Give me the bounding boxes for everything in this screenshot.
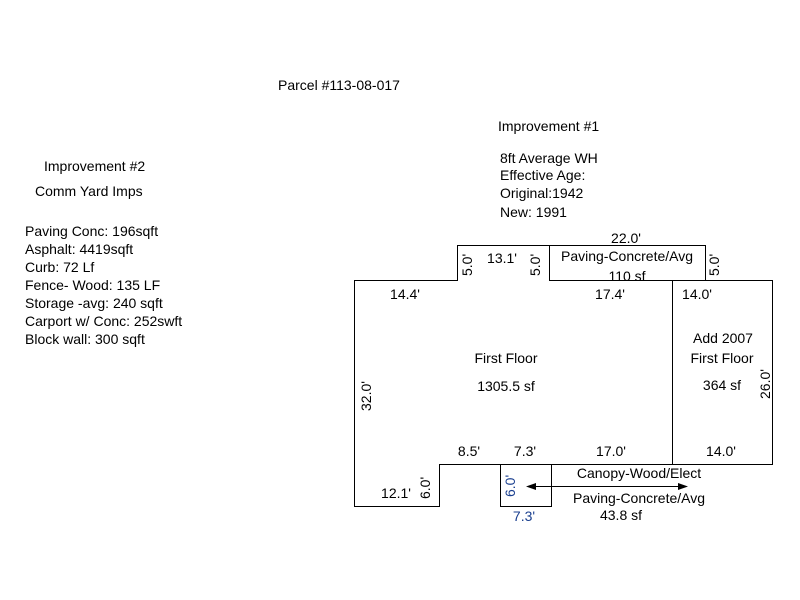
- top-paving-outline: [549, 245, 706, 281]
- improvement-2-item: Asphalt: 4419sqft: [25, 241, 134, 257]
- dim-small-box-height: 6.0': [502, 474, 518, 497]
- bottom-paving-label: Paving-Concrete/Avg: [572, 490, 706, 506]
- canopy-box-outline: [500, 464, 552, 507]
- dim-add-height: 26.0': [757, 369, 773, 399]
- arrow-right-head: [678, 483, 688, 490]
- dim-step-height: 6.0': [417, 476, 433, 499]
- top-paving-label: Paving-Concrete/Avg: [560, 248, 694, 264]
- dim-top-notch-width: 13.1': [487, 250, 517, 266]
- dim-add-bottom: 14.0': [706, 443, 736, 459]
- addition-label-1: Add 2007: [693, 330, 753, 346]
- improvement-1-line-3: Original:1942: [500, 185, 584, 201]
- improvement-1-line-4: New: 1991: [500, 204, 567, 220]
- dim-step-bottom: 12.1': [381, 485, 411, 501]
- dim-bottom-b: 7.3': [513, 443, 537, 459]
- first-floor-label: First Floor: [474, 350, 538, 366]
- first-floor-area: 1305.5 sf: [477, 378, 535, 394]
- improvement-2-item: Paving Conc: 196sqft: [25, 223, 159, 239]
- top-paving-area: 110 sf: [608, 268, 646, 284]
- improvement-2-item: Storage -avg: 240 sqft: [25, 295, 163, 311]
- main-building-outline: [354, 245, 773, 507]
- dim-top-mid-seg: 17.4': [595, 286, 625, 302]
- improvement-2-item: Block wall: 300 sqft: [25, 331, 145, 347]
- dim-top-left-seg: 14.4': [390, 286, 420, 302]
- dim-notch-left-height: 5.0': [459, 253, 475, 276]
- parcel-title: Parcel #113-08-017: [278, 77, 400, 93]
- addition-label-2: First Floor: [690, 350, 754, 366]
- improvement-1-line-2: Effective Age:: [500, 167, 586, 183]
- improvement-2-item: Carport w/ Conc: 252swft: [25, 313, 183, 329]
- dim-left-height: 32.0': [358, 381, 374, 411]
- improvement-2-subtitle: Comm Yard Imps: [35, 183, 143, 199]
- dim-notch-right-height: 5.0': [527, 253, 543, 276]
- bottom-paving-area: 43.8 sf: [599, 507, 643, 523]
- addition-area: 364 sf: [702, 377, 742, 393]
- dim-small-box-width: 7.3': [512, 508, 536, 524]
- improvement-2-item: Fence- Wood: 135 LF: [25, 277, 161, 293]
- canopy-label: Canopy-Wood/Elect: [576, 465, 702, 481]
- improvement-2-title: Improvement #2: [44, 158, 146, 174]
- improvement-1-title: Improvement #1: [498, 118, 600, 134]
- dim-add-top: 14.0': [682, 286, 712, 302]
- dim-bottom-a: 8.5': [457, 443, 481, 459]
- arrow-left-head: [526, 483, 536, 490]
- dim-bottom-c: 17.0': [596, 443, 626, 459]
- dim-top-total: 22.0': [611, 230, 641, 246]
- improvement-2-item: Curb: 72 Lf: [25, 259, 95, 275]
- dim-paving-right-height: 5.0': [706, 253, 722, 276]
- improvement-1-line-1: 8ft Average WH: [500, 150, 598, 166]
